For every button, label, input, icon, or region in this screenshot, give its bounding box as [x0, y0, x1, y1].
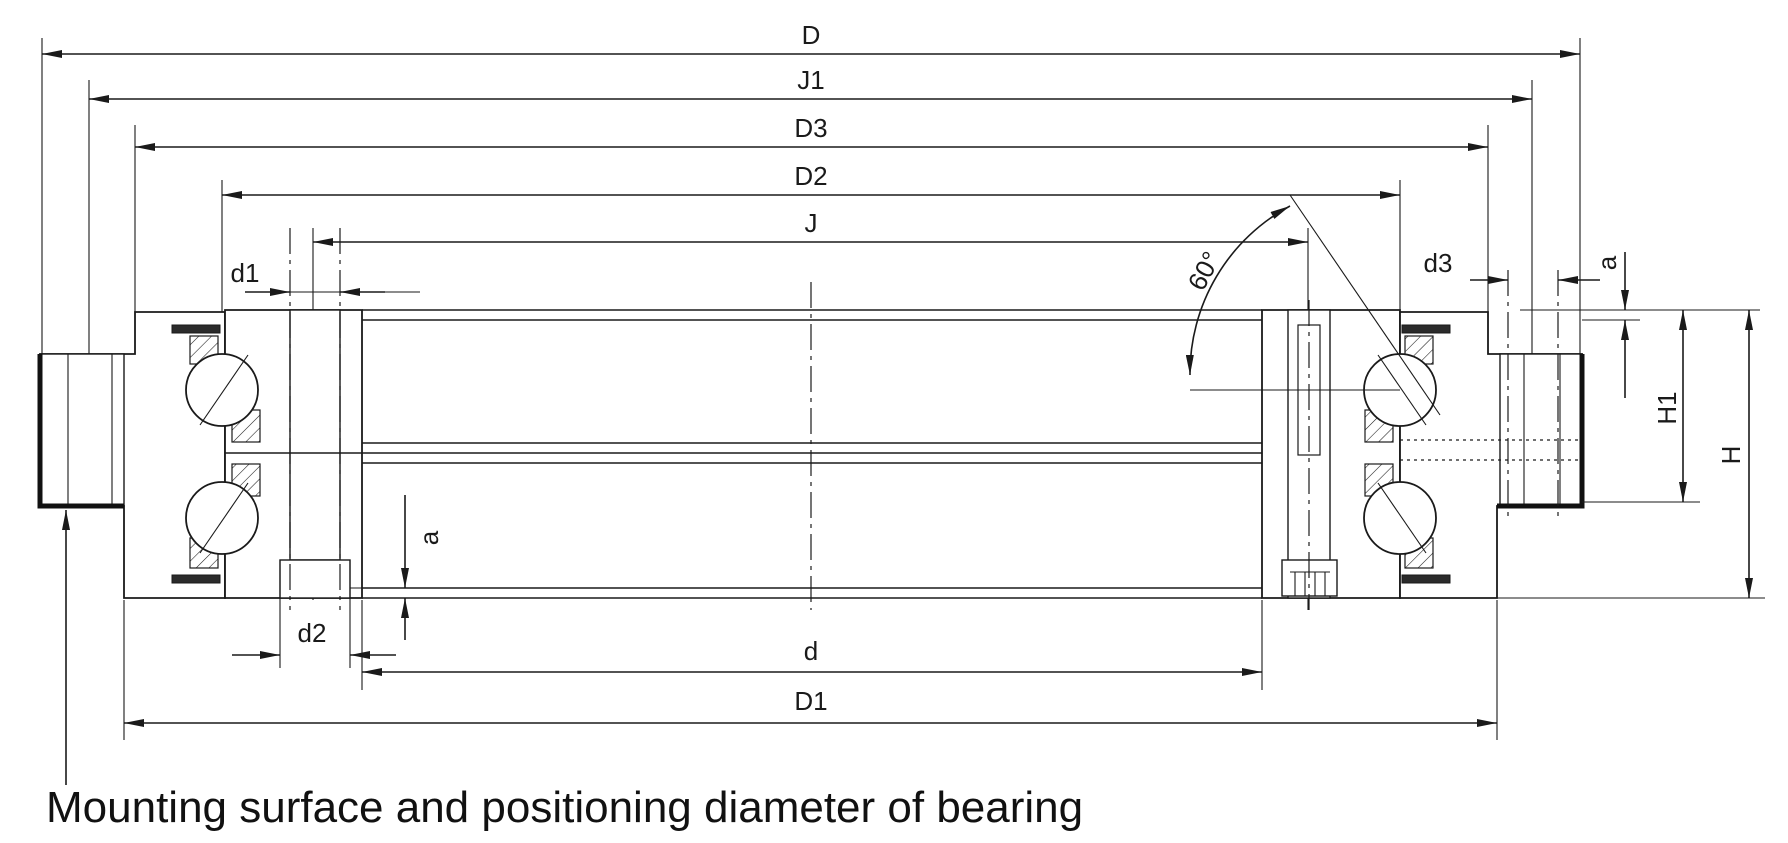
label-angle: 60° — [1182, 246, 1227, 295]
vertical-dimensions — [350, 252, 1765, 640]
label-D: D — [802, 20, 821, 50]
label-H: H — [1716, 446, 1746, 465]
label-d1: d1 — [231, 258, 260, 288]
bearing-section — [37, 309, 1585, 599]
label-D1: D1 — [794, 686, 827, 716]
label-J: J — [805, 208, 818, 238]
dimension-labels: D J1 D3 D2 J d1 d3 a H1 H a d2 d D1 60° — [231, 20, 1746, 716]
label-d3: d3 — [1424, 248, 1453, 278]
label-D2: D2 — [794, 161, 827, 191]
label-a-bottom: a — [414, 530, 444, 545]
label-D3: D3 — [794, 113, 827, 143]
dimension-lines — [42, 50, 1580, 727]
label-d: d — [804, 636, 818, 666]
caption: Mounting surface and positioning diamete… — [46, 783, 1083, 832]
small-dimension-callouts — [232, 276, 1600, 668]
contact-angle-indicator — [1185, 194, 1441, 416]
label-H1: H1 — [1652, 391, 1682, 424]
label-a-top: a — [1592, 255, 1622, 270]
label-J1: J1 — [797, 65, 824, 95]
label-d2: d2 — [298, 618, 327, 648]
